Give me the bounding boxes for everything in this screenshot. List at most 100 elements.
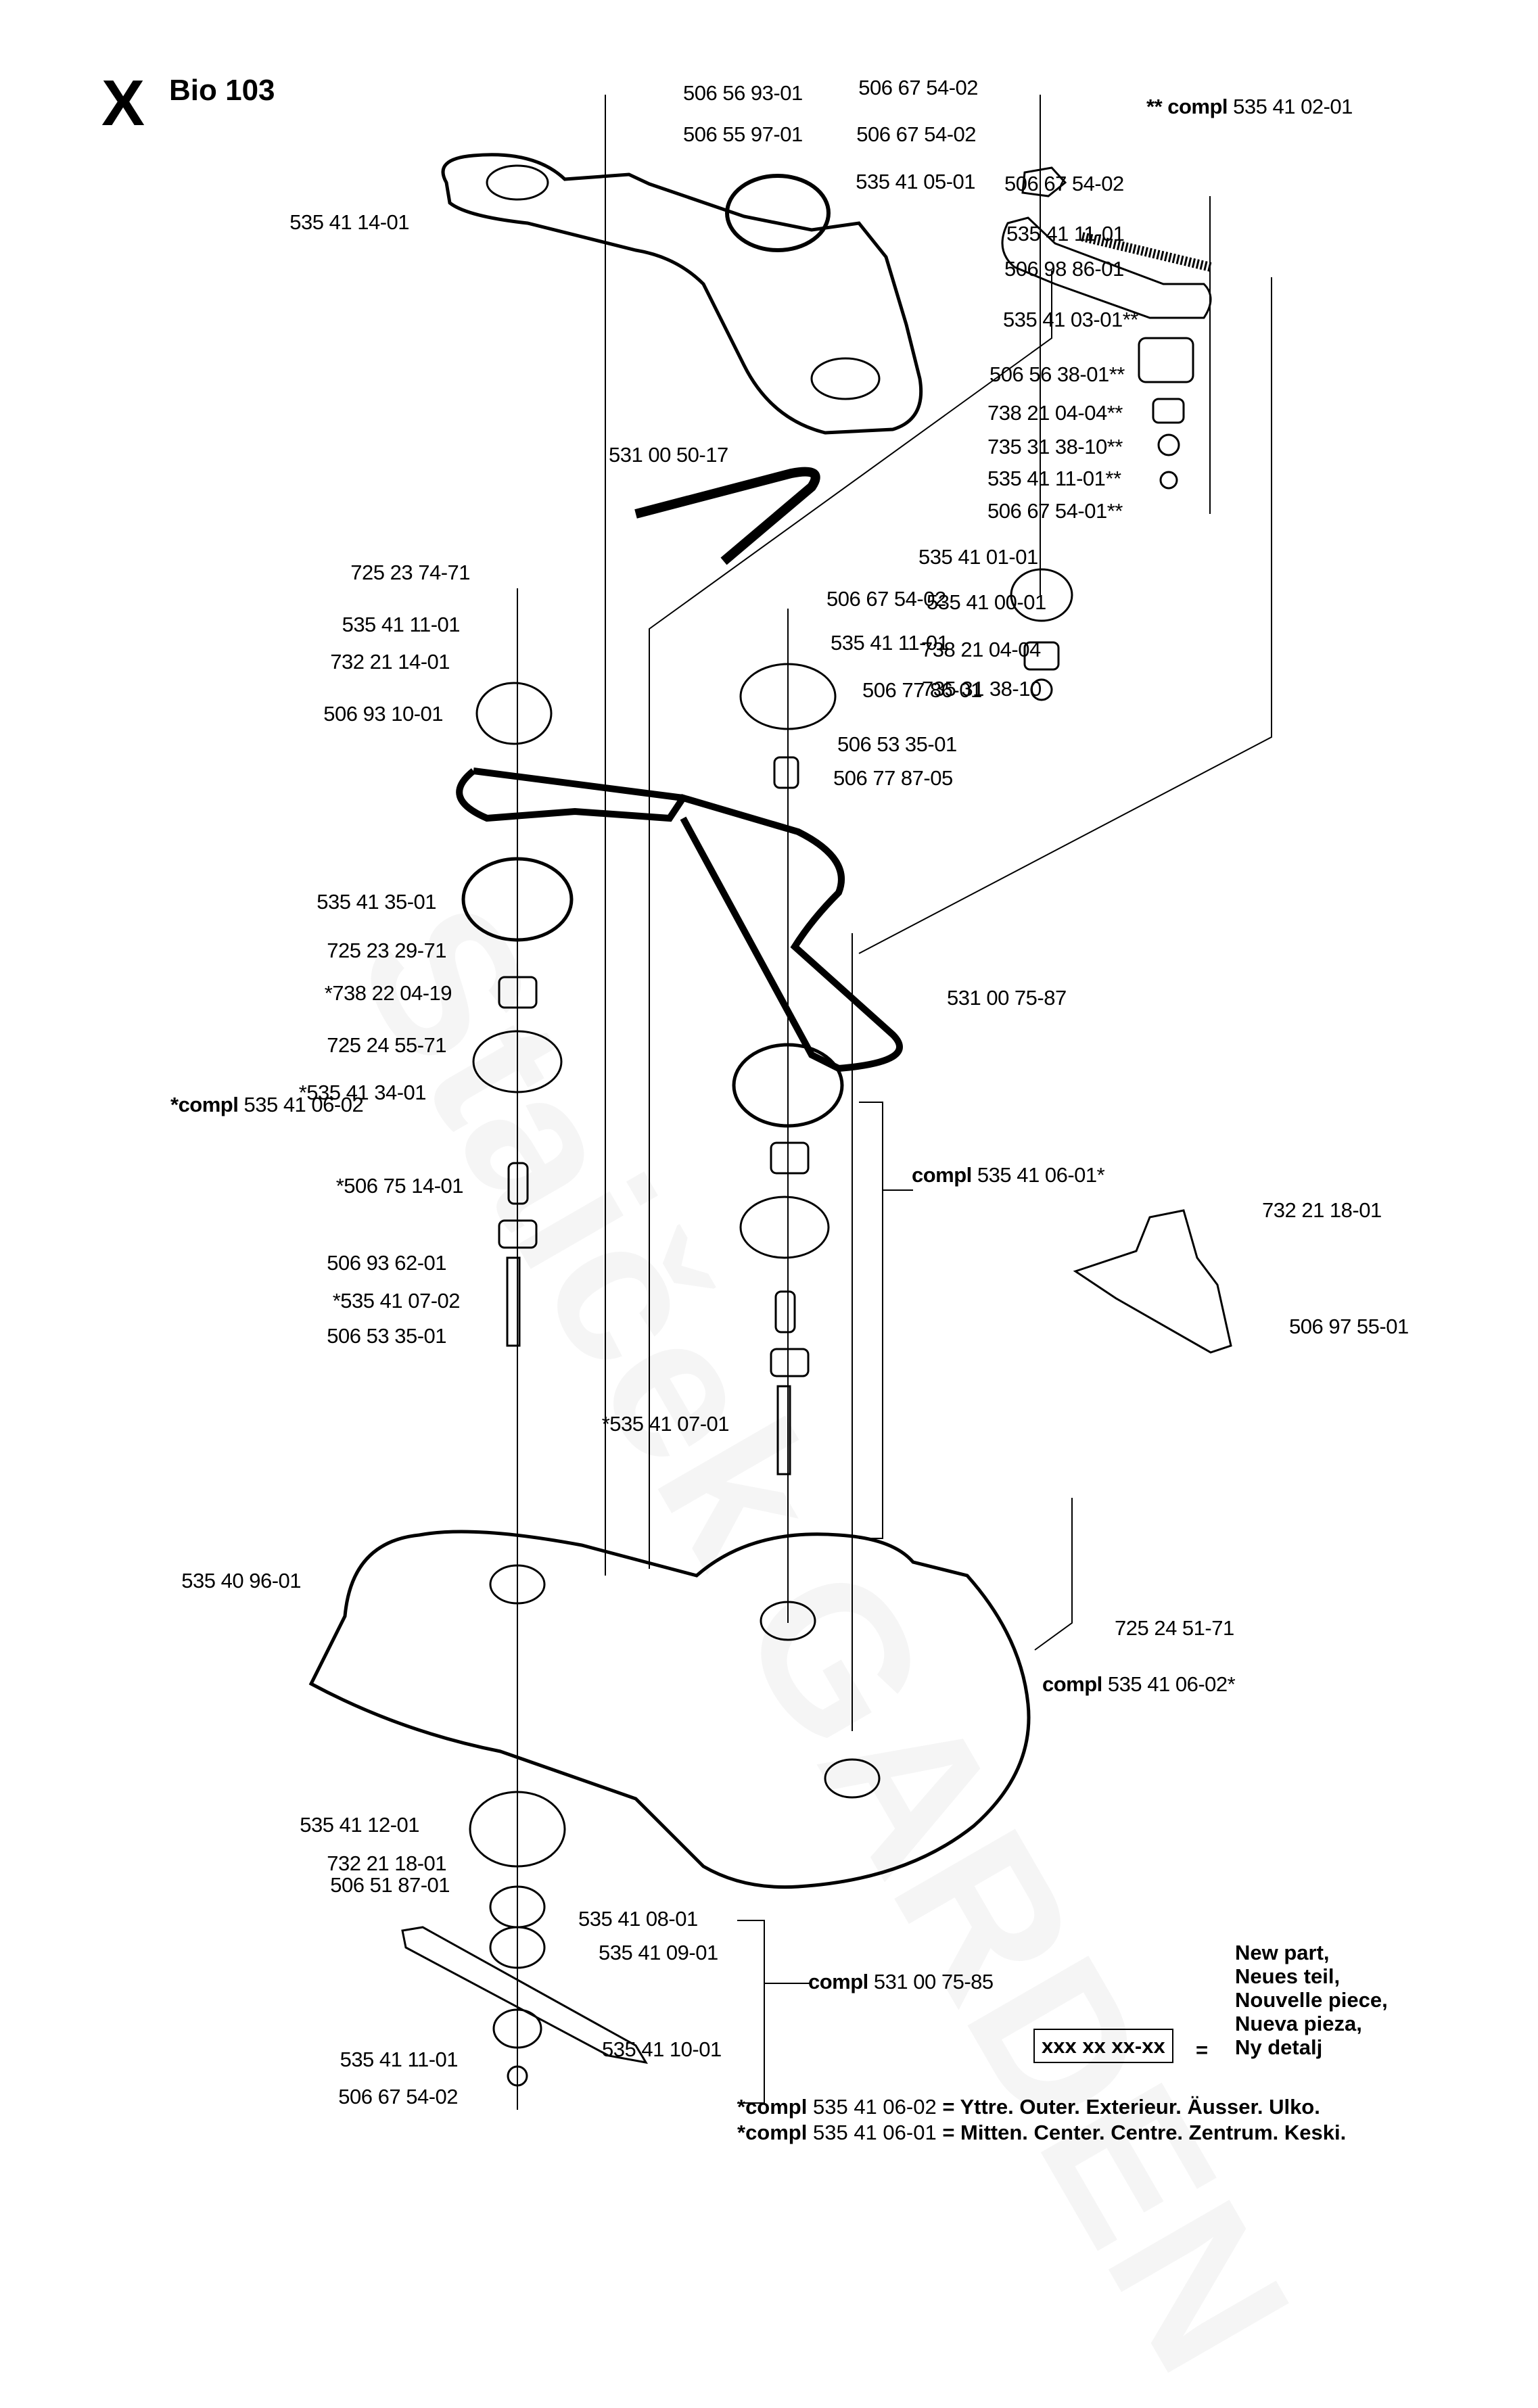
footnote-meaning: = Mitten. Center. Centre. Zentrum. Keski… bbox=[942, 2121, 1347, 2144]
part-label[interactable]: *506 75 14-01 bbox=[335, 1174, 464, 1198]
part-label[interactable]: 535 41 12-01 bbox=[300, 1813, 419, 1837]
part-label[interactable]: 535 41 11-01 bbox=[831, 631, 949, 655]
pulley-plate-left bbox=[475, 682, 553, 745]
cover-boss-right bbox=[810, 357, 881, 400]
part-label[interactable]: 506 67 54-01** bbox=[987, 499, 1123, 523]
part-label[interactable]: 506 56 38-01** bbox=[989, 362, 1125, 386]
part-label[interactable]: *535 41 07-02 bbox=[332, 1289, 461, 1313]
compl-note: ** compl 535 41 02-01 bbox=[1146, 96, 1353, 117]
idler-bearing bbox=[1152, 398, 1185, 424]
assembly-number: 535 41 06-02* bbox=[1107, 1672, 1236, 1696]
part-label[interactable]: 535 41 35-01 bbox=[317, 890, 436, 914]
part-label[interactable]: 506 53 35-01 bbox=[837, 732, 957, 756]
part-label[interactable]: 506 55 97-01 bbox=[683, 122, 803, 146]
part-label[interactable]: 735 31 38-10** bbox=[987, 435, 1123, 458]
part-label[interactable]: 735 31 38-10 bbox=[922, 677, 1042, 701]
part-label[interactable]: 506 67 54-02 bbox=[338, 2085, 458, 2108]
part-label[interactable]: 506 97 55-01 bbox=[1289, 1315, 1409, 1338]
part-label[interactable]: 506 67 54-02 bbox=[858, 76, 978, 99]
section-letter: X bbox=[101, 67, 145, 139]
assembly-label[interactable]: compl 531 00 75-85 bbox=[808, 1971, 994, 1992]
part-label[interactable]: 732 21 18-01 bbox=[1262, 1198, 1382, 1222]
exploded-parts-drawing bbox=[308, 95, 1272, 2110]
legend-line: Ny detalj bbox=[1235, 2035, 1323, 2059]
part-label[interactable]: *535 41 34-01 bbox=[298, 1081, 427, 1104]
part-label[interactable]: 531 00 75-87 bbox=[947, 986, 1067, 1010]
compl-note-number: 535 41 02-01 bbox=[1233, 95, 1353, 118]
part-label[interactable]: 535 41 11-01 bbox=[342, 613, 461, 636]
part-label[interactable]: 506 98 86-01 bbox=[1004, 257, 1124, 281]
footnote-keyword: *compl bbox=[737, 2095, 808, 2119]
footnote: *compl 535 41 06-02 = Yttre. Outer. Exte… bbox=[737, 2096, 1320, 2117]
idler-washer bbox=[1159, 471, 1178, 490]
mounting-bracket bbox=[1073, 1209, 1232, 1354]
bracket-plate bbox=[1021, 166, 1067, 197]
part-label[interactable]: 535 41 09-01 bbox=[599, 1941, 718, 1964]
part-label[interactable]: 506 53 35-01 bbox=[327, 1324, 446, 1348]
part-label[interactable]: 506 93 10-01 bbox=[323, 702, 443, 726]
part-label[interactable]: 506 93 62-01 bbox=[327, 1251, 446, 1275]
bearing-center-top bbox=[770, 1141, 810, 1175]
footnote-meaning: = Yttre. Outer. Exterieur. Äusser. Ulko. bbox=[942, 2095, 1320, 2119]
part-label[interactable]: 506 67 54-02 bbox=[826, 587, 946, 611]
part-label[interactable]: 535 41 11-01** bbox=[987, 467, 1121, 490]
cover-ring bbox=[725, 174, 831, 252]
part-label[interactable]: 535 41 14-01 bbox=[289, 210, 409, 234]
legend-equals: = bbox=[1196, 2038, 1209, 2062]
idler-bearing-2 bbox=[1023, 641, 1060, 671]
spindle-shaft-left bbox=[506, 1256, 521, 1347]
part-label[interactable]: 725 23 29-71 bbox=[327, 939, 446, 962]
part-label[interactable]: 732 21 14-01 bbox=[330, 650, 450, 674]
mower-deck bbox=[308, 1530, 1031, 1889]
new-part-legend-box: xxx xx xx-xx bbox=[1033, 2029, 1173, 2063]
part-label[interactable]: 506 67 54-02 bbox=[1004, 172, 1124, 195]
assembly-number: 535 41 06-01* bbox=[977, 1163, 1105, 1187]
legend-line: Neues teil, bbox=[1235, 1964, 1341, 1988]
part-label[interactable]: 506 67 54-02 bbox=[856, 122, 976, 146]
assembly-keyword: *compl bbox=[170, 1093, 239, 1116]
blade bbox=[401, 1926, 648, 2064]
part-label[interactable]: 535 41 00-01 bbox=[927, 590, 1046, 614]
belt-cover-shape bbox=[441, 153, 923, 435]
part-label[interactable]: 535 41 01-01 bbox=[918, 545, 1038, 569]
part-label[interactable]: 732 21 18-01 bbox=[327, 1851, 446, 1875]
part-label[interactable]: 506 51 87-01 bbox=[330, 1873, 450, 1897]
spindle-housing-center bbox=[739, 1196, 830, 1259]
part-label[interactable]: 535 41 10-01 bbox=[602, 2037, 722, 2061]
part-label[interactable]: 738 21 04-04 bbox=[921, 638, 1041, 661]
part-label[interactable]: *535 41 07-01 bbox=[601, 1412, 730, 1436]
assembly-label[interactable]: compl 535 41 06-02* bbox=[1042, 1672, 1236, 1696]
part-label[interactable]: 535 40 96-01 bbox=[181, 1569, 301, 1592]
drive-belt-v bbox=[634, 467, 820, 565]
part-label[interactable]: 535 41 08-01 bbox=[578, 1907, 698, 1931]
part-label[interactable]: 535 41 11-01 bbox=[1006, 222, 1125, 245]
timing-belt bbox=[456, 768, 903, 1072]
part-label[interactable]: 506 77 87-05 bbox=[833, 766, 953, 790]
part-label[interactable]: 506 77 86-01 bbox=[862, 678, 982, 702]
footnote-number: 535 41 06-01 bbox=[812, 2121, 937, 2144]
assembly-label[interactable]: compl 535 41 06-01* bbox=[912, 1163, 1105, 1187]
part-label[interactable]: 535 41 05-01 bbox=[856, 170, 975, 193]
assembly-keyword: compl bbox=[912, 1163, 972, 1187]
legend-line: Nouvelle piece, bbox=[1235, 1988, 1388, 2012]
part-label[interactable]: 531 00 50-17 bbox=[609, 443, 728, 467]
part-label[interactable]: 725 24 55-71 bbox=[327, 1033, 446, 1057]
spindle-shaft-center bbox=[776, 1385, 791, 1476]
assembly-keyword: compl bbox=[808, 1970, 868, 1993]
part-label[interactable]: 725 23 74-71 bbox=[350, 561, 470, 584]
idler-circlip-2 bbox=[1030, 678, 1053, 701]
footnote-keyword: *compl bbox=[737, 2121, 808, 2144]
model-title: Bio 103 bbox=[169, 74, 275, 107]
part-label[interactable]: 535 41 03-01** bbox=[1003, 308, 1138, 331]
part-label[interactable]: 535 41 11-01 bbox=[340, 2048, 459, 2071]
assembly-label[interactable]: *compl 535 41 06-02 bbox=[170, 1093, 364, 1116]
footnote: *compl 535 41 06-01 = Mitten. Center. Ce… bbox=[737, 2122, 1346, 2143]
part-label[interactable]: 506 56 93-01 bbox=[683, 81, 803, 105]
part-label[interactable]: *738 22 04-19 bbox=[324, 981, 452, 1005]
part-label[interactable]: 725 24 51-71 bbox=[1115, 1616, 1234, 1640]
compl-note-prefix: ** compl bbox=[1146, 95, 1228, 118]
assembly-number: 535 41 06-02 bbox=[243, 1093, 364, 1116]
legend-line: New part, bbox=[1235, 1941, 1330, 1964]
part-label[interactable]: 738 21 04-04** bbox=[987, 401, 1123, 425]
legend-description: New part, Neues teil, Nouvelle piece, Nu… bbox=[1235, 1941, 1388, 2059]
